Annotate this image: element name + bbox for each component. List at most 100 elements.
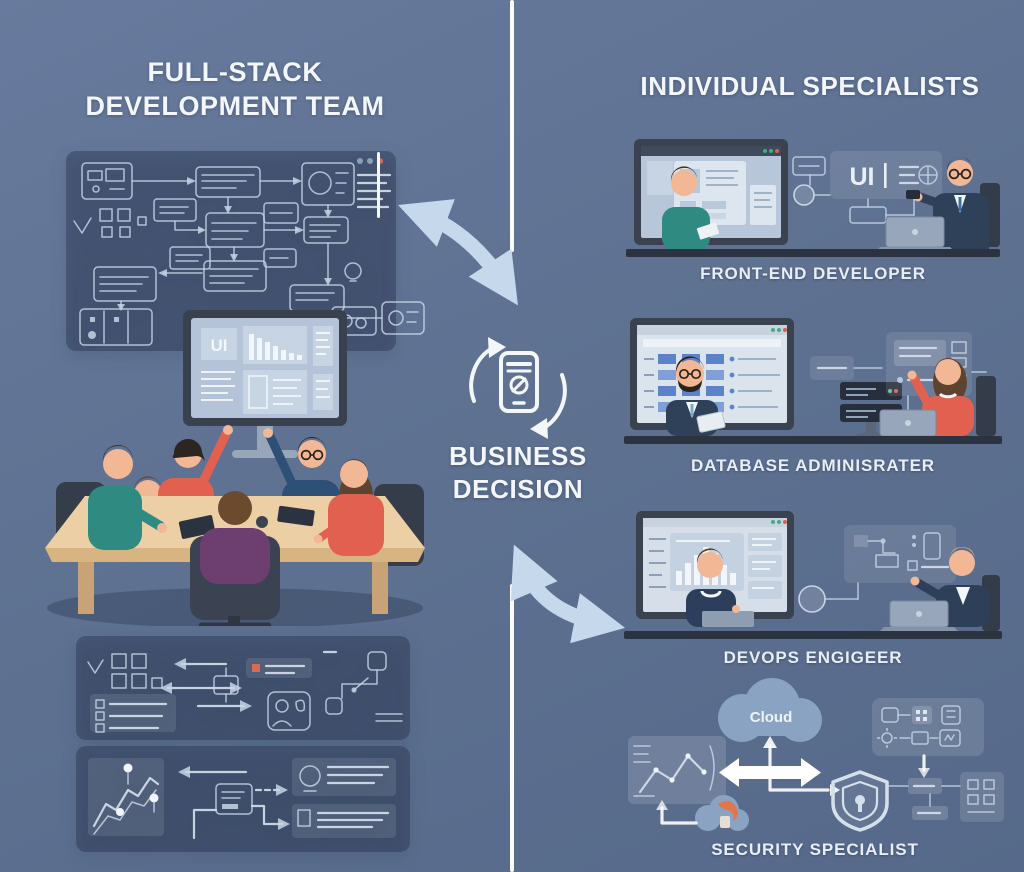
glasses-icon: [300, 449, 324, 461]
curved-arrow-top: [398, 199, 518, 306]
document: [696, 222, 720, 240]
laptop-icon: [702, 611, 754, 627]
arm: [915, 192, 943, 208]
grid-card: [960, 772, 1004, 822]
label-database-administrator: DATABASE ADMINISRATER: [691, 456, 935, 475]
double-arrow-head-right: [801, 758, 821, 787]
small-cloud-alert: [656, 795, 749, 831]
head-back: [218, 491, 252, 525]
lock-icon: [720, 816, 730, 828]
head: [298, 440, 326, 468]
hair: [675, 356, 704, 372]
alert-card: [246, 658, 312, 678]
tablet-icon: [499, 351, 539, 413]
laptop-icon: [878, 600, 960, 633]
laptop-icon: [874, 216, 956, 253]
kanban-board-icon: [79, 308, 153, 346]
node: [793, 184, 815, 206]
report-card-1: [292, 758, 396, 796]
alert-dot: [252, 664, 260, 672]
label-devops-engineer: DEVOPS ENGIGEER: [723, 648, 903, 667]
arrowhead: [530, 418, 548, 439]
torso: [88, 486, 142, 550]
head: [340, 460, 368, 488]
monitor-ui-text: UI: [211, 336, 228, 355]
cloud-text: Cloud: [750, 709, 793, 726]
monitor-bar-chart: [243, 326, 307, 364]
pipeline-panel: [798, 525, 956, 613]
security-specialist-illustration: Cloud: [628, 678, 1004, 832]
tablet-icon: [696, 411, 726, 433]
data-dot: [123, 763, 133, 773]
hand: [223, 425, 233, 435]
head: [949, 550, 975, 576]
alert-flame-icon: [718, 800, 738, 821]
center-label: BUSINESS DECISION: [449, 441, 587, 504]
tablet-icon: [277, 505, 315, 527]
collar: [700, 590, 722, 598]
list-card: [90, 694, 176, 733]
window-dot: [367, 158, 373, 164]
collar: [938, 392, 958, 399]
beard: [678, 380, 702, 392]
leaf-icon: [295, 699, 306, 712]
hand: [732, 605, 740, 613]
desk: [624, 436, 1002, 444]
desk: [624, 631, 1002, 639]
person-coral-woman: [313, 458, 384, 556]
head: [697, 552, 723, 578]
data-dot: [149, 793, 159, 803]
right-title: INDIVIDUAL SPECIALISTS: [640, 71, 980, 101]
person-dba: [666, 356, 726, 436]
arm: [125, 503, 165, 531]
arrowhead-up: [763, 736, 777, 748]
arrowhead-up: [656, 800, 668, 810]
front-end-developer-illustration: UI: [626, 139, 1000, 257]
doc-icon: [297, 809, 311, 827]
person-front-end-dev: [662, 166, 720, 251]
person-blond-suit: [910, 547, 990, 627]
hand: [157, 523, 167, 533]
glasses-icon: [948, 168, 972, 180]
arrowhead-down: [918, 768, 930, 778]
hand: [313, 534, 323, 544]
node: [798, 585, 826, 613]
report-card-2: [292, 804, 396, 838]
flowchart-diagram: [73, 158, 392, 346]
v-logo-icon: [73, 217, 92, 234]
donut-gauge-icon: [299, 765, 321, 787]
sun-gear-icon: [881, 732, 893, 744]
check-glyph: [944, 734, 955, 741]
hand: [910, 576, 920, 586]
label-security-specialist: SECURITY SPECIALIST: [711, 840, 919, 859]
team-monitor: UI: [183, 310, 347, 458]
torso: [933, 193, 989, 251]
panel-ui-text: UI: [850, 163, 875, 191]
flowchart-panel-illustration: [66, 151, 396, 351]
torso: [328, 494, 384, 556]
wall-connector-icon: [341, 301, 425, 335]
left-title: FULL-STACK DEVELOPMENT TEAM: [85, 57, 385, 121]
hair: [172, 438, 205, 461]
person-suit-man: [906, 156, 989, 251]
cloud-icon: [718, 678, 822, 742]
divider-line-top: [510, 0, 514, 252]
torso: [200, 528, 270, 584]
arrowhead: [488, 337, 506, 358]
office-chair: [976, 376, 996, 436]
phone-icon: [923, 532, 941, 560]
shirt: [956, 587, 970, 605]
icon-grid: [111, 653, 163, 689]
network-chart-card: [628, 736, 726, 804]
torso: [936, 585, 990, 627]
double-arrow-shaft: [738, 766, 802, 779]
person-teal-man: [88, 444, 167, 550]
head: [947, 160, 973, 186]
team-meeting-illustration: UI: [45, 301, 425, 626]
white-flow-arrows: [719, 736, 840, 796]
database-admin-illustration: [624, 318, 1002, 444]
v-logo-icon: [87, 659, 104, 674]
person-purple-back-view: [190, 491, 280, 626]
divider-line-bottom: [510, 584, 514, 872]
